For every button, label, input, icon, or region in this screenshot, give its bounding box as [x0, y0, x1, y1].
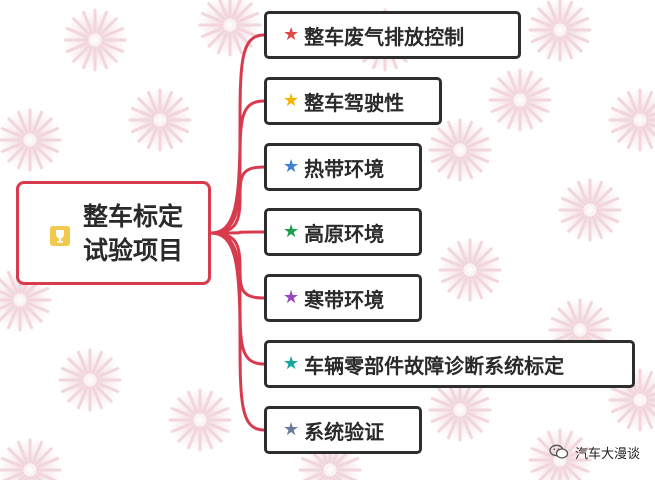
star-icon: ★	[283, 419, 300, 440]
sunburst-decoration	[0, 438, 62, 480]
sunburst-decoration	[198, 0, 262, 57]
branch-node-exhaust[interactable]: ★ 整车废气排放控制	[264, 11, 521, 59]
watermark-text: 汽车大漫谈	[574, 446, 640, 462]
sunburst-decoration	[63, 8, 127, 72]
sunburst-decoration	[58, 348, 122, 412]
connector-line	[209, 99, 266, 235]
branch-label: 系统验证	[304, 419, 385, 444]
connector-line	[209, 231, 266, 432]
sunburst-decoration	[168, 388, 232, 452]
branch-node-plateau[interactable]: ★ 高原环境	[264, 208, 422, 256]
star-icon: ★	[283, 90, 300, 111]
root-node[interactable]: 整车标定 试验项目	[16, 181, 211, 285]
sunburst-decoration	[128, 88, 192, 152]
sunburst-decoration	[528, 0, 592, 62]
branch-node-validation[interactable]: ★ 系统验证	[264, 406, 422, 454]
star-icon: ★	[283, 156, 300, 177]
star-icon: ★	[283, 24, 300, 45]
sunburst-decoration	[558, 178, 622, 242]
connector-line	[209, 231, 266, 300]
sunburst-decoration	[438, 238, 502, 302]
root-label: 整车标定 试验项目	[83, 202, 184, 265]
branch-node-cold[interactable]: ★ 寒带环境	[264, 274, 422, 322]
wechat-icon	[549, 444, 569, 459]
branch-label: 高原环境	[304, 221, 385, 246]
branch-label: 整车废气排放控制	[304, 24, 465, 49]
sunburst-decoration	[488, 68, 552, 132]
connector-line	[209, 230, 266, 235]
star-icon: ★	[283, 353, 300, 374]
branch-label: 车辆零部件故障诊断系统标定	[304, 353, 565, 378]
branch-label: 寒带环境	[304, 287, 385, 312]
branch-node-tropical[interactable]: ★ 热带环境	[264, 143, 422, 191]
sunburst-decoration	[608, 88, 655, 152]
trophy-icon	[50, 226, 70, 246]
branch-label: 整车驾驶性	[304, 90, 405, 115]
star-icon: ★	[283, 221, 300, 242]
branch-node-drivability[interactable]: ★ 整车驾驶性	[264, 77, 442, 125]
star-icon: ★	[283, 287, 300, 308]
watermark: 汽车大漫谈	[549, 442, 640, 462]
sunburst-decoration	[428, 118, 492, 182]
sunburst-decoration	[0, 108, 62, 172]
branch-node-diagnostics[interactable]: ★ 车辆零部件故障诊断系统标定	[264, 340, 635, 388]
branch-label: 热带环境	[304, 156, 385, 181]
connector-line	[209, 165, 266, 235]
sunburst-decoration	[428, 378, 492, 442]
